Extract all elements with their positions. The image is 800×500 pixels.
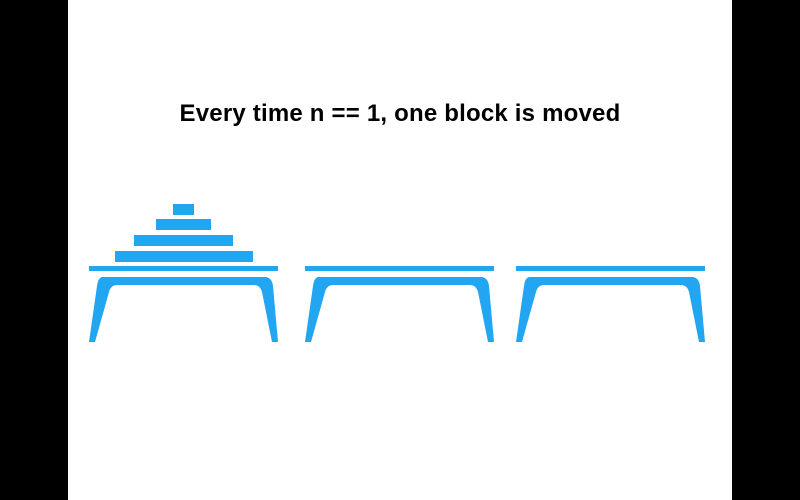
slide-canvas [68,0,732,500]
block-3 [134,235,233,246]
slide-title: Every time n == 1, one block is moved [179,100,621,127]
table-legs [89,277,278,342]
table-1 [89,266,278,342]
table-legs [516,277,705,342]
block-2 [156,219,211,230]
block-stack [115,204,253,262]
block-4 [115,251,253,262]
block-1 [173,204,194,215]
table-top [305,266,494,271]
table-3 [516,266,705,342]
table-2 [305,266,494,342]
table-top [516,266,705,271]
table-legs [305,277,494,342]
table-top [89,266,278,271]
